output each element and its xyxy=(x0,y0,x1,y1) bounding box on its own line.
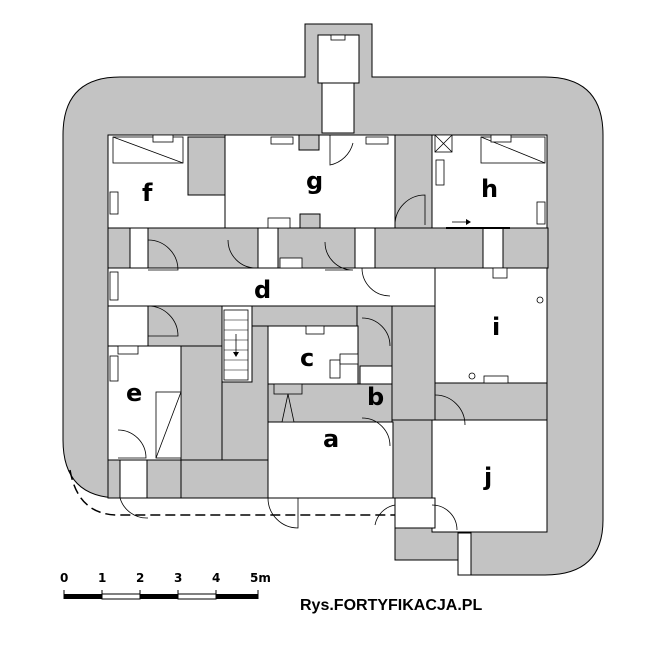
room-label-g: g xyxy=(306,167,323,195)
room-label-c: c xyxy=(300,344,314,372)
room-label-f: f xyxy=(142,179,153,207)
scale-tick-label: 5m xyxy=(250,571,271,585)
room-label-b: b xyxy=(367,383,384,411)
north-entrance xyxy=(317,34,360,134)
scale-tick-label: 0 xyxy=(60,571,68,585)
room-label-h: h xyxy=(481,175,498,203)
scale-tick-label: 1 xyxy=(98,571,106,585)
room-label-i: i xyxy=(492,313,500,341)
scale-tick-label: 4 xyxy=(212,571,220,585)
room-label-e: e xyxy=(126,379,142,407)
scale-tick-label: 3 xyxy=(174,571,182,585)
scale-bar: 0 1 2 3 4 5m xyxy=(60,571,271,600)
room-label-d: d xyxy=(254,276,271,304)
scale-tick-label: 2 xyxy=(136,571,144,585)
credit-text: Rys.FORTYFIKACJA.PL xyxy=(300,597,482,614)
doors xyxy=(69,135,472,576)
interior-walls xyxy=(107,134,549,499)
fixtures xyxy=(109,134,546,459)
room-labels: a b c d e f g h i j xyxy=(126,167,500,491)
room-label-j: j xyxy=(483,463,492,491)
room-label-a: a xyxy=(323,425,339,453)
